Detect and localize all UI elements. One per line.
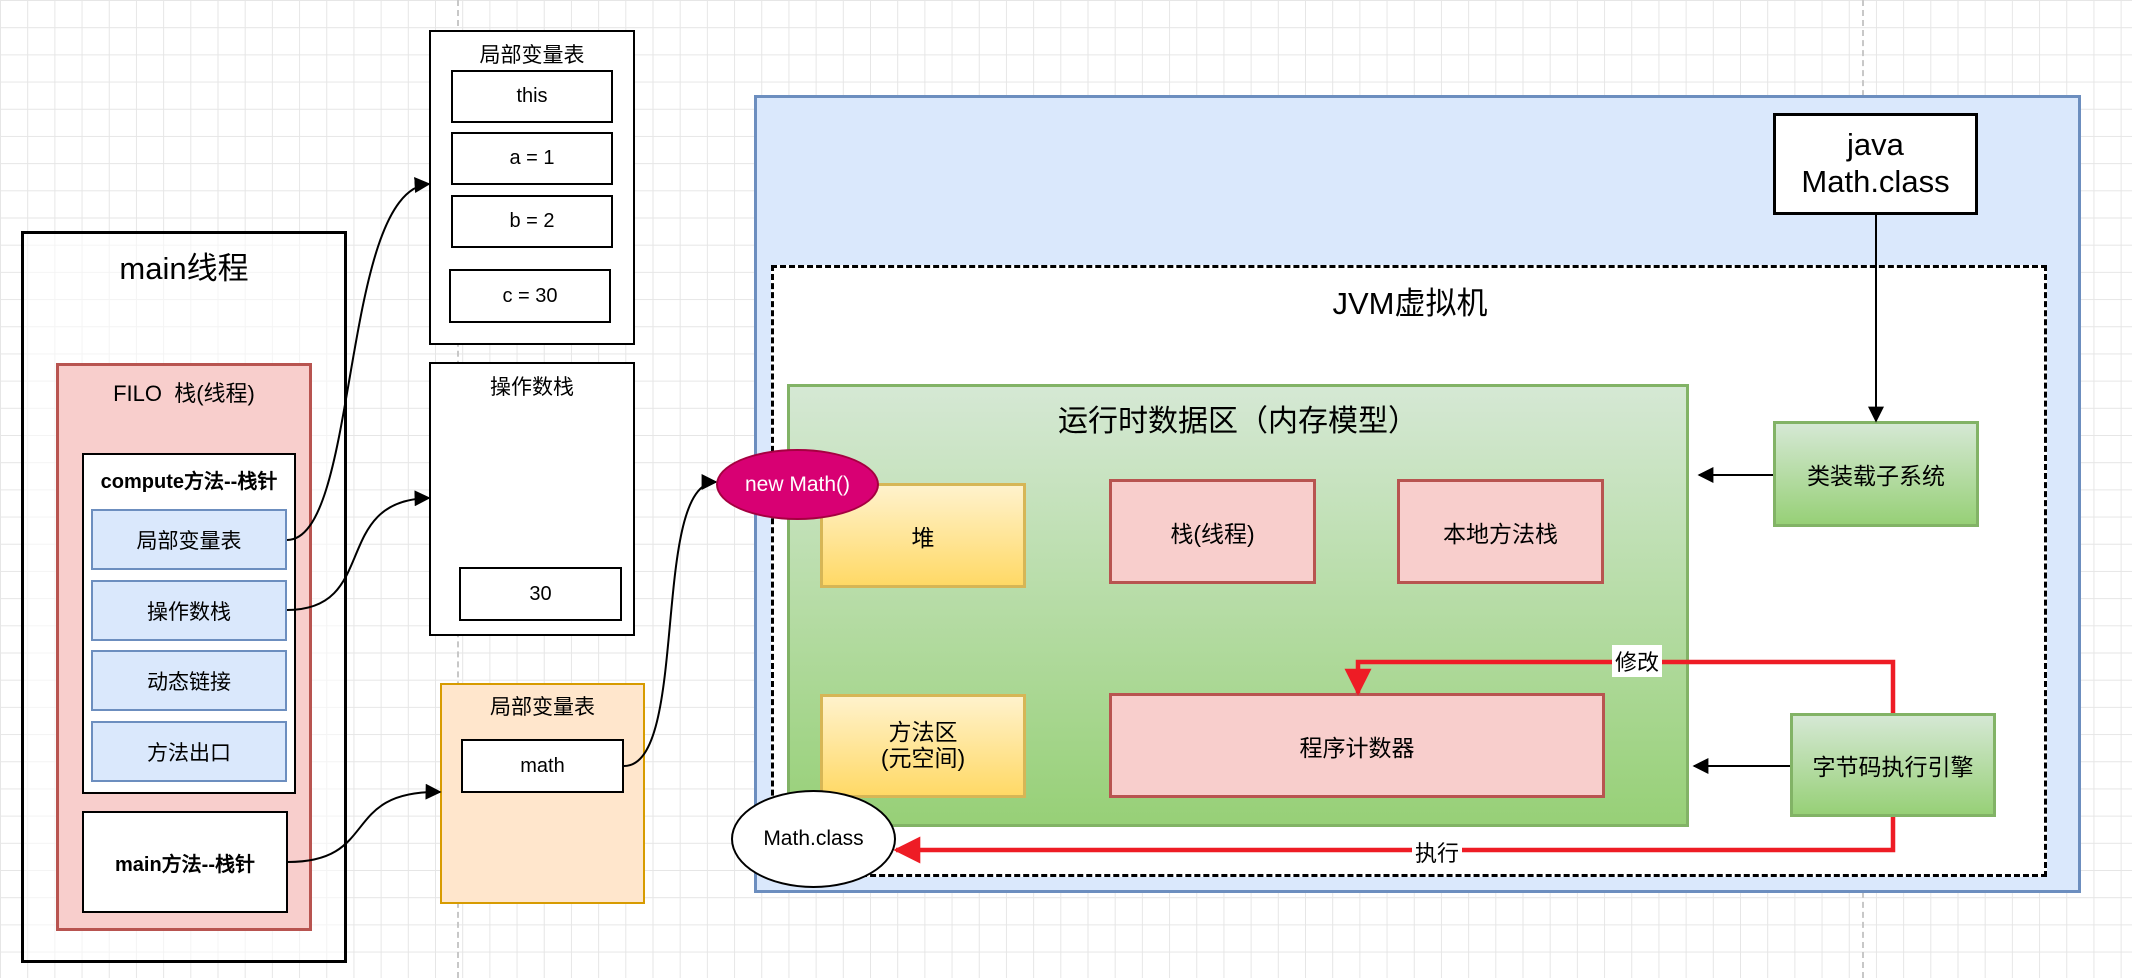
link-engine-execute-math-class [893,817,1896,864]
math-class-object[interactable]: Math.class [731,790,896,888]
method-area-box[interactable]: 方法区 (元空间) [820,694,1026,798]
edge-label-modify: 修改 [1612,645,1663,677]
main-thread-title: main线程 [119,250,249,286]
link-main-frame-to-locals [287,783,442,863]
bytecode-execution-engine-box[interactable]: 字节码执行引擎 [1790,713,1996,817]
local-var-c[interactable]: c = 30 [449,269,611,323]
main-local-vars-title: 局部变量表 [490,696,595,719]
jvm-title: JVM虚拟机 [1332,285,1488,321]
main-method-frame[interactable]: main方法--栈针 [82,811,288,913]
local-var-this[interactable]: this [451,70,613,123]
java-math-class-box[interactable]: java Math.class [1773,113,1978,215]
frame-item-local-vars[interactable]: 局部变量表 [91,509,287,570]
stack-thread-box[interactable]: 栈(线程) [1109,479,1316,584]
frame-item-dynamic-link[interactable]: 动态链接 [91,650,287,711]
class-loader-subsystem-box[interactable]: 类装载子系统 [1773,421,1979,527]
compute-local-vars-title: 局部变量表 [479,44,585,67]
link-math-to-new-math [623,474,718,767]
local-var-math[interactable]: math [461,739,624,793]
frame-item-method-exit[interactable]: 方法出口 [91,721,287,782]
link-local-vars-to-table [286,177,431,541]
local-var-a[interactable]: a = 1 [451,132,613,185]
compute-frame-title: compute方法--栈针 [100,470,278,493]
native-method-stack-box[interactable]: 本地方法栈 [1397,479,1604,584]
frame-item-operand-stack[interactable]: 操作数栈 [91,580,287,641]
local-var-b[interactable]: b = 2 [451,195,613,248]
edge-label-execute: 执行 [1412,836,1463,868]
runtime-data-area-title: 运行时数据区（内存模型） [1058,405,1418,438]
link-operand-stack-to-panel [286,490,431,611]
operand-value-30[interactable]: 30 [459,567,622,621]
new-math-object[interactable]: new Math() [716,449,879,520]
operand-stack-title: 操作数栈 [490,376,574,399]
filo-stack-title: FILO 栈(线程) [113,381,255,406]
program-counter-box[interactable]: 程序计数器 [1109,693,1605,798]
